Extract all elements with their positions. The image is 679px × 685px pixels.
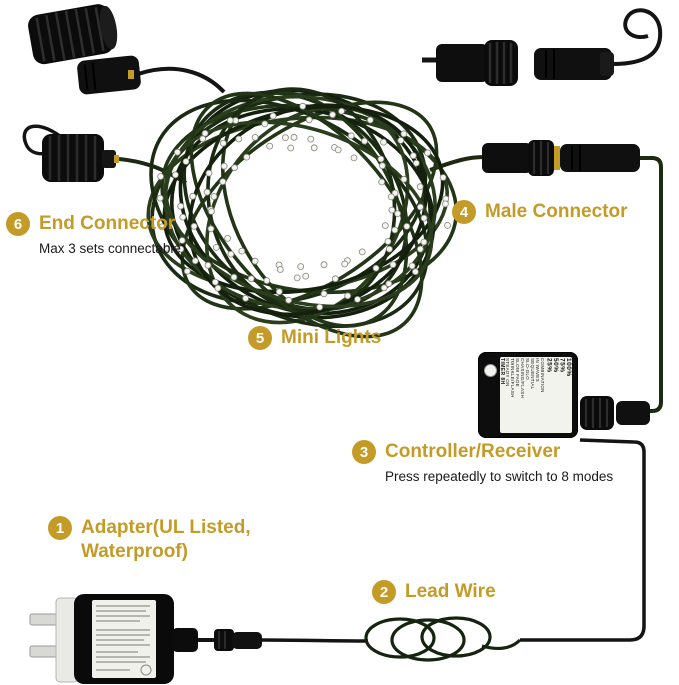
callout-number: 6 — [6, 212, 30, 236]
mode-name: SEQUENTIAL — [530, 358, 535, 390]
mode-name: SLO-GLO — [525, 358, 530, 381]
callout-end-connector: 6 End Connector Max 3 sets connectable — [6, 212, 181, 257]
callout-sublabel: Max 3 sets connectable — [39, 241, 181, 256]
callout-label: End Connector — [39, 213, 176, 234]
controller-box: 100% 75% 50% 25% COMBINATION IN WAVES SE… — [478, 352, 578, 438]
power-adapter — [29, 594, 198, 684]
mode-name: TWINKLE/FLASH — [510, 358, 515, 398]
mode-name: IN WAVES — [535, 358, 540, 382]
gold-pin — [114, 155, 119, 163]
brightness-level: 75% — [558, 358, 566, 373]
gold-pin — [128, 70, 134, 79]
callout-label: Controller/Receiver — [385, 441, 561, 462]
wire — [520, 438, 646, 642]
brightness-level: 100% — [565, 358, 572, 377]
callout-mini-lights: 5 Mini Lights — [248, 326, 381, 350]
controller-label: 100% 75% 50% 25% COMBINATION IN WAVES SE… — [500, 357, 572, 433]
callout-label: Male Connector — [485, 201, 628, 222]
brightness-level: 25% — [545, 358, 553, 373]
callout-number: 1 — [48, 516, 72, 540]
label-text-lines — [96, 605, 150, 671]
mini-lights-coil — [146, 87, 459, 339]
mode-name: SLOW FADE — [515, 358, 520, 387]
callout-label: Mini Lights — [281, 327, 382, 348]
end-cap-detail — [28, 4, 141, 95]
gold-junction — [554, 146, 560, 170]
callout-controller: 3 Controller/Receiver Press repeatedly t… — [352, 440, 613, 485]
callout-lead-wire: 2 Lead Wire — [372, 580, 496, 604]
end-connector — [42, 134, 119, 182]
male-connector — [482, 140, 640, 176]
callout-number: 5 — [248, 326, 272, 350]
wire — [137, 66, 226, 94]
callout-label: Adapter(UL Listed, Waterproof) — [81, 517, 251, 562]
callout-sublabel: Press repeatedly to switch to 8 modes — [385, 469, 614, 484]
mode-name: STEADY ON — [505, 358, 510, 387]
lead-wire-coil — [364, 616, 522, 662]
mode-button[interactable] — [484, 364, 497, 377]
adapter-cable-snout — [172, 628, 198, 652]
barrel-connector — [214, 629, 262, 651]
callout-male-connector: 4 Male Connector — [452, 200, 628, 224]
mode-name: CHASING/FLASH — [520, 358, 525, 399]
connector-pair-detail — [436, 40, 614, 86]
callout-adapter: 1 Adapter(UL Listed, Waterproof) — [48, 516, 286, 564]
wire — [640, 156, 663, 413]
certification-mark — [140, 664, 152, 676]
callout-number: 4 — [452, 200, 476, 224]
brightness-level: 50% — [552, 358, 559, 373]
mode-name: COMBINATION — [540, 358, 545, 393]
timer-label: TIMER 8H — [500, 358, 505, 385]
controller-connector — [580, 396, 650, 430]
callout-label: Lead Wire — [405, 581, 496, 602]
adapter-spec-label — [92, 600, 156, 678]
callout-number: 2 — [372, 580, 396, 604]
wire — [261, 638, 369, 643]
callout-number: 3 — [352, 440, 376, 464]
wire-loop — [611, 8, 663, 66]
